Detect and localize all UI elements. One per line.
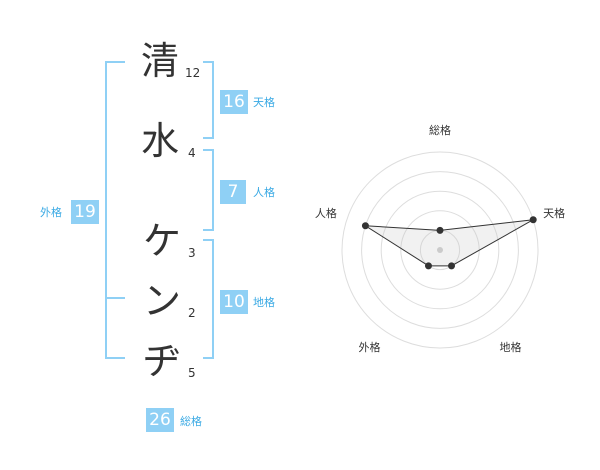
chikaku-value-badge: 10 <box>220 290 248 314</box>
jinkaku-bracket <box>203 149 214 231</box>
radar-point-1 <box>436 226 444 234</box>
name-char-4: ン <box>143 279 182 323</box>
soukaku-value-badge: 26 <box>146 408 174 432</box>
chikaku-bracket <box>203 239 214 359</box>
radar-axis-label-3: 地格 <box>500 340 522 354</box>
tenkaku-value-badge: 16 <box>220 90 248 114</box>
radar-ring-5 <box>341 151 539 349</box>
name-char-5: ヂ <box>143 339 182 383</box>
name-char-3: ケ <box>143 219 182 263</box>
radar-axis-label-1: 総格 <box>429 123 451 137</box>
radar-ring-4 <box>361 171 519 329</box>
radar-axis-label-2: 天格 <box>543 206 565 220</box>
tenkaku-label: 天格 <box>253 96 275 109</box>
radar-axis-label-5: 人格 <box>315 206 337 220</box>
tenkaku-bracket <box>203 61 214 139</box>
radar-ring-3 <box>380 190 500 310</box>
radar-point-2 <box>529 216 537 224</box>
chikaku-label: 地格 <box>253 296 275 309</box>
name-char-1: 清 <box>141 39 180 83</box>
gaikaku-label: 外格 <box>40 206 62 219</box>
name-char-2: 水 <box>141 119 180 163</box>
radar-axis-label-4: 外格 <box>358 340 380 354</box>
jinkaku-value-badge: 7 <box>220 180 246 204</box>
stroke-count-4: 2 <box>188 306 196 320</box>
radar-point-5 <box>361 222 369 230</box>
radar-center <box>437 247 443 253</box>
radar-point-3 <box>448 262 456 270</box>
jinkaku-label: 人格 <box>253 186 275 199</box>
gaikaku-bracket <box>105 61 125 359</box>
stroke-count-3: 3 <box>188 246 196 260</box>
radar-point-4 <box>424 262 432 270</box>
gaikaku-value-badge: 19 <box>71 200 99 224</box>
stroke-count-1: 12 <box>185 66 201 80</box>
stroke-count-5: 5 <box>188 366 196 380</box>
stroke-count-2: 4 <box>188 146 196 160</box>
radar-series-polygon <box>365 219 534 267</box>
soukaku-label: 総格 <box>180 415 202 428</box>
